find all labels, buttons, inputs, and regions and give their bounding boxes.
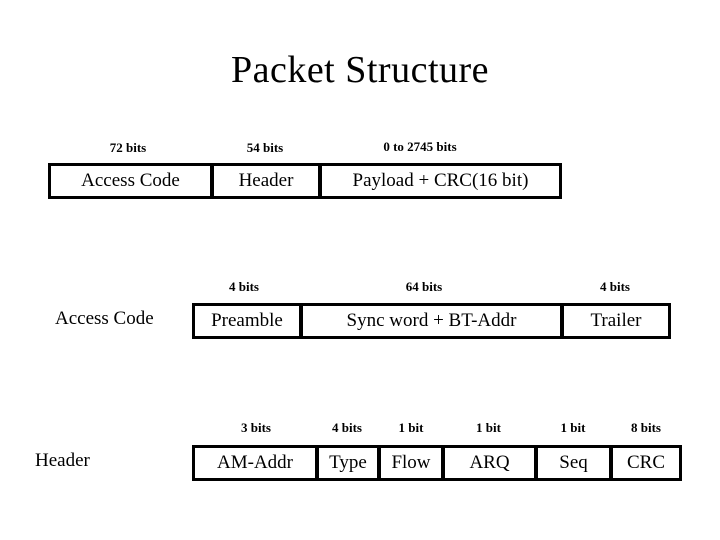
bit-label-am-addr: 3 bits — [241, 420, 271, 435]
field-preamble: Preamble — [192, 303, 302, 339]
bit-label-preamble: 4 bits — [229, 279, 259, 294]
bit-label-type: 4 bits — [332, 420, 362, 435]
field-access-code: Access Code — [48, 163, 213, 199]
bit-label-flow: 1 bit — [398, 420, 424, 435]
field-arq: ARQ — [442, 445, 537, 481]
page-title: Packet Structure — [230, 49, 490, 91]
bit-label-payload: 0 to 2745 bits — [383, 139, 457, 154]
field-type: Type — [316, 445, 380, 481]
bit-label-access-code: 72 bits — [109, 140, 147, 155]
field-am-addr: AM-Addr — [192, 445, 318, 481]
bit-label-seq: 1 bit — [560, 420, 586, 435]
bit-label-arq: 1 bit — [476, 420, 501, 435]
field-sync-word-bt-addr: Sync word + BT-Addr — [300, 303, 563, 339]
field-flow: Flow — [378, 445, 444, 481]
field-trailer: Trailer — [561, 303, 671, 339]
field-payload-crc: Payload + CRC(16 bit) — [319, 163, 562, 199]
row-label-header: Header — [35, 450, 90, 471]
field-crc: CRC — [610, 445, 682, 481]
field-seq: Seq — [535, 445, 612, 481]
bit-label-sync-word: 64 bits — [405, 279, 443, 294]
row-label-access-code: Access Code — [55, 308, 154, 329]
bit-label-header: 54 bits — [246, 140, 284, 155]
field-header: Header — [211, 163, 321, 199]
bit-label-trailer: 4 bits — [600, 279, 630, 294]
bit-label-crc: 8 bits — [631, 420, 661, 435]
